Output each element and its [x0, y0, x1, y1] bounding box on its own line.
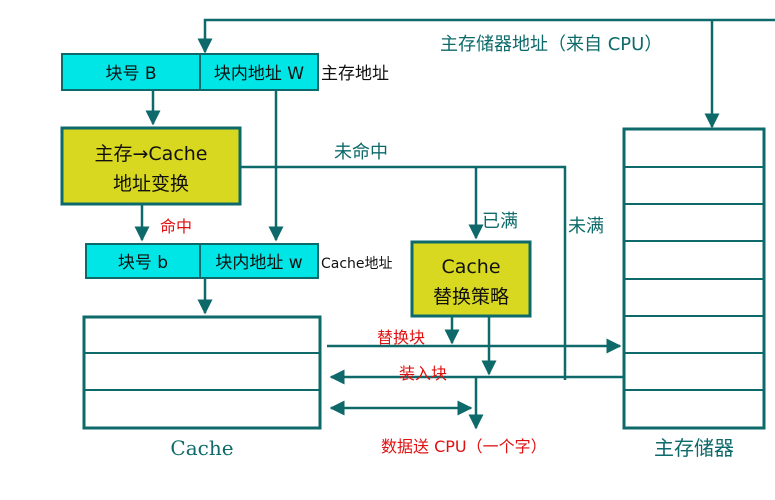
replacement-policy-box: [410, 240, 532, 318]
cpu-address-line: [197, 18, 775, 54]
data-to-cpu-label: 数据送 CPU（一个字）: [381, 437, 547, 456]
address-translation-box: [60, 126, 242, 206]
hit-label: 命中: [160, 217, 192, 236]
cache-address-label: Cache地址: [321, 256, 393, 272]
main-address-offset-field: [199, 53, 319, 91]
miss-label: 未命中: [334, 142, 388, 163]
in-block-address-lower-label: 块内地址 w: [215, 253, 302, 273]
replacement-policy-line2: 替换策略: [433, 286, 509, 308]
block-number-upper-label: 块号 B: [105, 64, 156, 84]
main-address-label: 主存地址: [321, 64, 389, 84]
full-label: 已满: [482, 211, 518, 232]
not-full-label: 未满: [568, 216, 604, 237]
cache-address-block-field: [85, 243, 201, 279]
replacement-policy-line1: Cache: [441, 256, 500, 278]
main-memory: [622, 127, 766, 430]
block-number-lower-label: 块号 b: [118, 253, 168, 273]
main-memory-label: 主存储器: [654, 436, 734, 460]
in-block-address-upper-label: 块内地址 W: [214, 64, 304, 84]
main-address-from-cpu-label: 主存储器地址（来自 CPU）: [440, 34, 662, 55]
miss-line: [240, 165, 567, 380]
replace-block-label: 替换块: [377, 328, 425, 347]
translation-label-line1: 主存→Cache: [94, 143, 207, 165]
cache-address-offset-field: [199, 243, 319, 279]
load-block-label: 装入块: [399, 364, 447, 383]
translation-label-line2: 地址变换: [113, 173, 189, 195]
cache-memory: [82, 315, 322, 430]
cache-label: Cache: [170, 436, 233, 460]
